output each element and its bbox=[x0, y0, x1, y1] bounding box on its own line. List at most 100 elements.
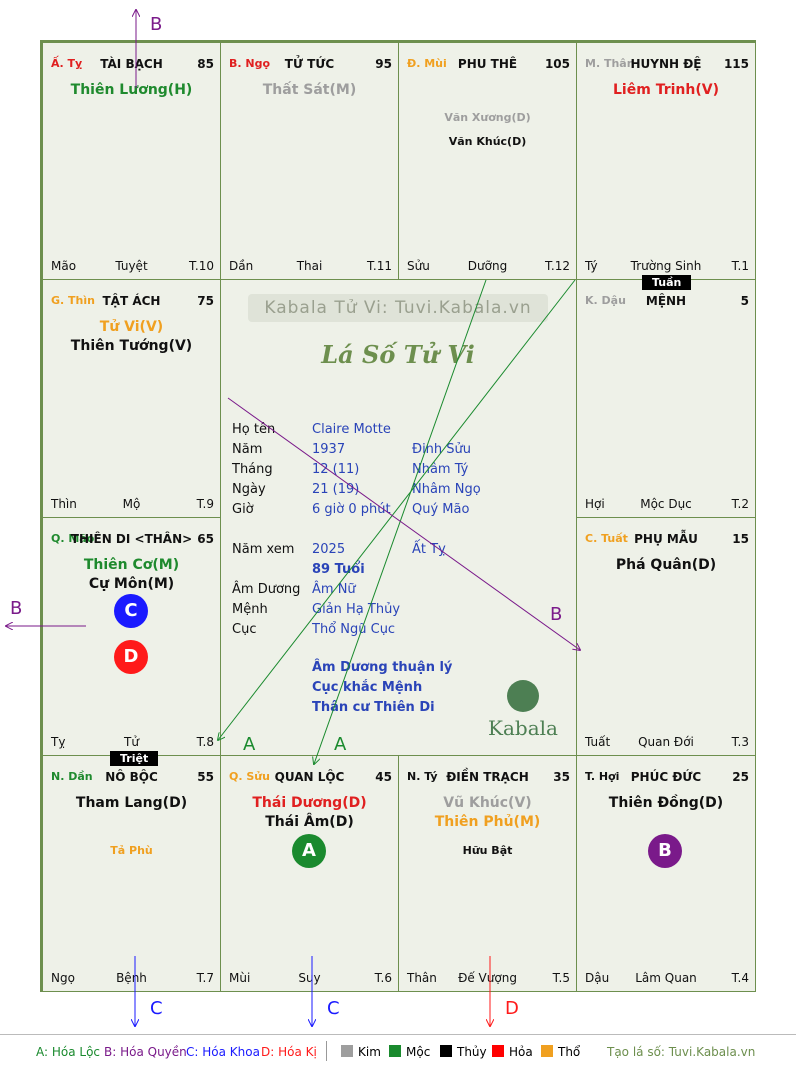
info-k: Cục bbox=[232, 622, 257, 637]
credit[interactable]: Tạo lá số: Tuvi.Kabala.vn bbox=[607, 1045, 756, 1059]
palace-stage: Bệnh bbox=[116, 971, 147, 985]
palace-age-tag: T.1 bbox=[731, 259, 749, 273]
palace-branch: G. Thìn bbox=[51, 294, 95, 307]
palace-name: QUAN LỘC bbox=[274, 770, 345, 784]
palace-bottom-left: Tý bbox=[585, 259, 598, 273]
minor-star: Tả Phù bbox=[110, 844, 153, 857]
palace-age-tag: T.8 bbox=[196, 735, 214, 749]
legend-divider bbox=[326, 1041, 327, 1061]
major-stars: Liêm Trinh(V) bbox=[577, 81, 755, 100]
kabala-logo: Kabala bbox=[488, 680, 558, 740]
palace-stage: Dưỡng bbox=[467, 259, 508, 273]
thuy-swatch bbox=[440, 1045, 452, 1057]
palace-branch: T. Hợi bbox=[585, 770, 620, 783]
note-1: Âm Dương thuận lý bbox=[312, 660, 453, 675]
arrow-label-c1: C bbox=[150, 998, 163, 1019]
palace-number: 105 bbox=[544, 57, 570, 71]
palace-name: ĐIỀN TRẠCH bbox=[446, 770, 529, 784]
info-k: Năm bbox=[232, 442, 263, 457]
chart-title: Lá Số Tử Vi bbox=[321, 340, 475, 369]
star-name: Thiên Cơ(M) bbox=[83, 557, 180, 573]
star-name: Thái Âm(D) bbox=[265, 814, 354, 830]
legend-thuy: Thủy bbox=[440, 1045, 487, 1059]
tho-swatch bbox=[541, 1045, 553, 1057]
palace-branch: K. Dậu bbox=[585, 294, 626, 307]
info-v1: 6 giờ 0 phút bbox=[312, 502, 391, 517]
minor-star: Văn Xương(D) bbox=[444, 111, 531, 124]
palace-stage: Mộc Dục bbox=[640, 497, 692, 511]
palace-branch: N. Dần bbox=[51, 770, 93, 783]
info-v1: Giản Hạ Thủy bbox=[312, 602, 401, 617]
palace-branch: M. Thân bbox=[585, 57, 635, 70]
info-v2: Quý Mão bbox=[412, 502, 470, 517]
palace-name: PHÚC ĐỨC bbox=[630, 770, 702, 784]
star-name: Thiên Lương(H) bbox=[70, 82, 193, 98]
major-stars: Thiên Cơ(M)Cự Môn(M) bbox=[43, 556, 220, 594]
palace-stage: Mộ bbox=[122, 497, 141, 511]
palace-branch: Ấ. Tỵ bbox=[51, 57, 83, 70]
info-v1: 1937 bbox=[312, 442, 346, 457]
legend-hoa-quyen: B: Hóa Quyền bbox=[104, 1045, 187, 1059]
palace-stage: Quan Đới bbox=[638, 735, 694, 749]
palace-number: 55 bbox=[197, 770, 214, 784]
palace-branch: B. Ngọ bbox=[229, 57, 271, 70]
palace-branch: Q. Mão bbox=[51, 532, 95, 545]
palace-stage: Thai bbox=[296, 259, 323, 273]
palace-name: THIÊN DI <THÂN> bbox=[70, 532, 193, 546]
palace-bottom-left: Hợi bbox=[585, 497, 605, 511]
legend-hoa-loc: A: Hóa Lộc bbox=[36, 1045, 101, 1059]
star-name: Thiên Phủ(M) bbox=[434, 814, 541, 830]
palace-branch: N. Tý bbox=[407, 770, 438, 783]
palace-number: 15 bbox=[732, 532, 749, 546]
major-stars: Tử Vi(V)Thiên Tướng(V) bbox=[43, 318, 220, 356]
info-k: Ngày bbox=[232, 482, 266, 497]
palace-name: HUYNH ĐỆ bbox=[630, 57, 702, 71]
palace-age-tag: T.2 bbox=[731, 497, 749, 511]
kim-swatch bbox=[341, 1045, 353, 1057]
palace-age-tag: T.3 bbox=[731, 735, 749, 749]
palace-bottom-left: Mão bbox=[51, 259, 77, 273]
info-k: Tháng bbox=[232, 462, 273, 477]
legend-hoa-khoa: C: Hóa Khoa bbox=[186, 1045, 260, 1059]
info-k: Họ tên bbox=[232, 422, 276, 437]
hoa-quyen-circle: B bbox=[648, 834, 682, 868]
palace-branch: C. Tuất bbox=[585, 532, 628, 545]
major-stars: Tham Lang(D) bbox=[43, 794, 220, 813]
minor-star: Văn Khúc(D) bbox=[448, 135, 527, 148]
palace-age-tag: T.10 bbox=[189, 259, 214, 273]
palace-age-tag: T.11 bbox=[367, 259, 392, 273]
arrow-label-c2: C bbox=[327, 998, 340, 1019]
palace-bottom-left: Ngọ bbox=[51, 971, 75, 985]
palace-bottom-left: Tỵ bbox=[51, 735, 66, 749]
star-name: Liêm Trinh(V) bbox=[613, 82, 719, 98]
center-info-panel: Kabala Tử Vi: Tuvi.Kabala.vn Lá Số Tử Vi… bbox=[220, 280, 576, 756]
star-name: Thiên Tướng(V) bbox=[70, 338, 193, 354]
palace-number: 85 bbox=[197, 57, 214, 71]
info-k: Âm Dương bbox=[232, 582, 301, 597]
palace-bottom-left: Thân bbox=[407, 971, 437, 985]
star-name: Thất Sát(M) bbox=[262, 82, 357, 98]
info-k: Giờ bbox=[232, 502, 254, 517]
palace-bottom-left: Thìn bbox=[51, 497, 77, 511]
palace-name: PHỤ MẪU bbox=[634, 532, 698, 546]
palace-age-tag: T.9 bbox=[196, 497, 214, 511]
major-stars: Vũ Khúc(V)Thiên Phủ(M) bbox=[399, 794, 576, 832]
palace-number: 45 bbox=[375, 770, 392, 784]
major-stars: Thái Dương(D)Thái Âm(D) bbox=[221, 794, 398, 832]
arrow-label-b-top: B bbox=[150, 14, 162, 35]
star-name: Tham Lang(D) bbox=[75, 795, 188, 811]
brand-name: Kabala bbox=[488, 716, 558, 740]
